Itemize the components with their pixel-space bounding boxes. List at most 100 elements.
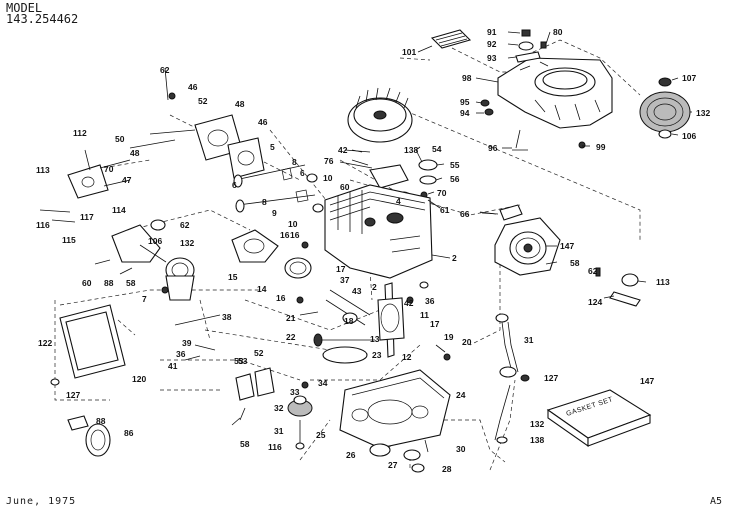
part-label: 127 xyxy=(544,373,558,383)
page-reference: A5 xyxy=(710,496,723,507)
part-label: 5 xyxy=(270,142,275,152)
part-label: 11 xyxy=(420,310,429,320)
part-label: 20 xyxy=(462,337,472,347)
part-label: 106 xyxy=(148,236,162,246)
part-label: 88 xyxy=(104,278,114,288)
part-label: 113 xyxy=(36,165,50,175)
screen-part xyxy=(430,29,472,49)
part-label: 132 xyxy=(530,419,544,429)
crankshaft xyxy=(325,282,405,358)
recoil-starter xyxy=(494,204,561,276)
part-label: 16 xyxy=(290,230,300,240)
part-label: 47 xyxy=(122,175,132,185)
part-label: 96 xyxy=(488,143,498,153)
part-label: 55 xyxy=(450,160,460,170)
part-label: 92 xyxy=(487,39,497,49)
leader-lines xyxy=(351,31,692,299)
part-label: 58 xyxy=(126,278,136,288)
gasket-set-box xyxy=(546,389,652,448)
part-label: 16 xyxy=(276,293,286,303)
part-label: 95 xyxy=(460,97,470,107)
carburetor xyxy=(111,224,195,301)
part-label: 101 xyxy=(402,47,416,57)
part-label: 15 xyxy=(228,272,238,282)
part-label: 106 xyxy=(682,131,696,141)
part-label: 127 xyxy=(66,390,80,400)
fastener-cluster-top xyxy=(515,29,547,63)
part-label: 66 xyxy=(460,209,470,219)
part-label: 138 xyxy=(530,435,544,445)
dipstick-tube xyxy=(494,313,530,444)
part-label: 19 xyxy=(444,332,454,342)
starter-pulley xyxy=(639,77,691,139)
part-label: 120 xyxy=(132,374,146,384)
part-label: 42 xyxy=(338,145,348,155)
part-label: 122 xyxy=(38,338,52,348)
part-label: 112 xyxy=(73,128,87,138)
part-label: 32 xyxy=(274,403,284,413)
part-label: 94 xyxy=(460,108,470,118)
valve-cover-parts xyxy=(194,114,265,179)
part-label: 27 xyxy=(388,460,398,470)
part-label: 86 xyxy=(124,428,134,438)
part-label: 62 xyxy=(588,266,598,276)
part-label: 21 xyxy=(286,313,296,323)
part-label: 41 xyxy=(168,361,178,371)
control-bracket xyxy=(67,149,131,199)
model-label: MODEL xyxy=(6,1,43,15)
part-label: 22 xyxy=(286,332,296,342)
part-label: 116 xyxy=(36,220,50,230)
camshaft xyxy=(313,333,375,364)
part-label: 70 xyxy=(104,164,114,174)
breather-parts xyxy=(235,367,275,421)
part-label: 50 xyxy=(115,134,125,144)
part-label: 117 xyxy=(80,212,94,222)
part-label: 23 xyxy=(372,350,382,360)
part-label: 99 xyxy=(596,142,606,152)
part-label: 116 xyxy=(268,442,282,452)
part-label: 138 xyxy=(404,145,418,155)
part-label: 61 xyxy=(440,205,450,215)
part-label: 115 xyxy=(62,235,76,245)
misc-parts-right xyxy=(595,267,641,307)
part-label: 16 xyxy=(280,230,290,240)
part-label: 10 xyxy=(323,173,333,183)
part-label: 4 xyxy=(396,196,401,206)
flywheel xyxy=(347,87,413,143)
part-label: 18 xyxy=(344,316,354,326)
part-label: 53 xyxy=(238,356,248,366)
part-label: 38 xyxy=(222,312,232,322)
part-label: 76 xyxy=(324,156,334,166)
part-label: 31 xyxy=(274,426,284,436)
part-label: 114 xyxy=(112,205,126,215)
part-label: 107 xyxy=(682,73,696,83)
part-label: 80 xyxy=(553,27,563,37)
part-label: 98 xyxy=(462,73,472,83)
assembly-dash-lines xyxy=(54,39,641,471)
part-label: 91 xyxy=(487,27,497,37)
part-label: 58 xyxy=(570,258,580,268)
part-label: 113 xyxy=(656,277,670,287)
part-label: 6 xyxy=(300,168,305,178)
part-label: 2 xyxy=(452,253,457,263)
part-label: 36 xyxy=(425,296,435,306)
part-label: 17 xyxy=(336,264,346,274)
part-label: 2 xyxy=(372,282,377,292)
part-label: 8 xyxy=(262,197,267,207)
part-label: 52 xyxy=(198,96,208,106)
part-label: 8 xyxy=(292,157,297,167)
part-label: 26 xyxy=(346,450,356,460)
part-label: 147 xyxy=(560,241,574,251)
part-label: 28 xyxy=(442,464,452,474)
governor-gear xyxy=(287,395,313,450)
part-label: 70 xyxy=(437,188,447,198)
part-label: 60 xyxy=(340,182,350,192)
part-label: 132 xyxy=(696,108,710,118)
part-label: 6 xyxy=(232,180,237,190)
part-label: 62 xyxy=(180,220,190,230)
air-cleaner xyxy=(50,304,126,386)
part-label: 17 xyxy=(430,319,440,329)
part-label: 88 xyxy=(96,416,106,426)
part-label: 56 xyxy=(450,174,460,184)
